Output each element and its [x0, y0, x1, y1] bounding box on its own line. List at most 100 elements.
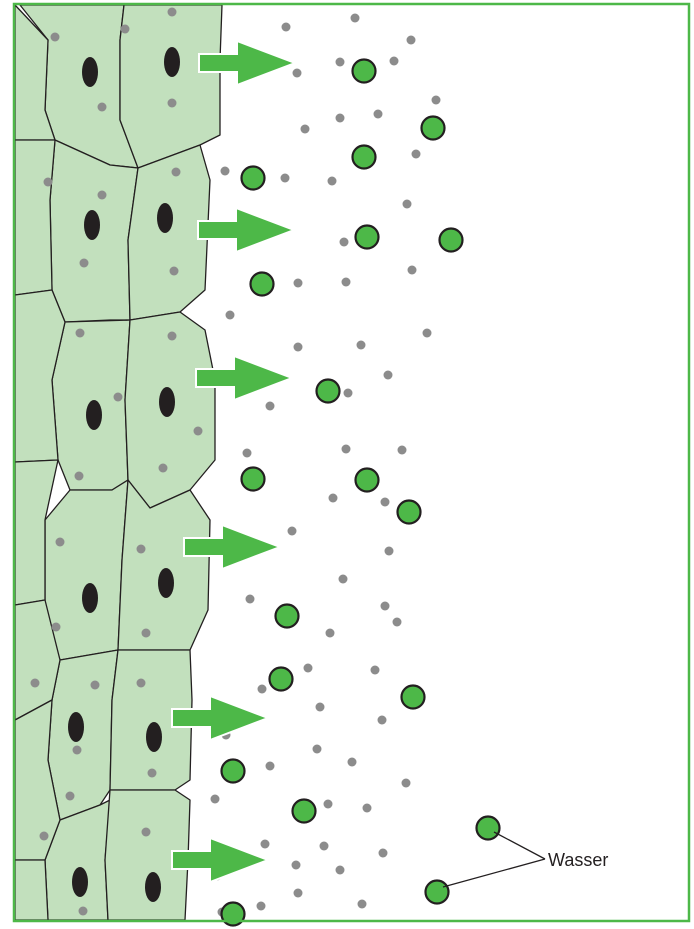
solute-particle [403, 200, 412, 209]
solute-particle [257, 902, 266, 911]
water-leader-line [443, 859, 545, 887]
solute-particle [336, 114, 345, 123]
solute-particle [281, 174, 290, 183]
solute-particle [336, 58, 345, 67]
solute-particle [211, 795, 220, 804]
solute-particle [51, 33, 60, 42]
solute-particle [342, 278, 351, 287]
solute-particle [378, 716, 387, 725]
water-label: Wasser [548, 850, 608, 870]
solute-particle [293, 69, 302, 78]
solute-particle [412, 150, 421, 159]
cell [15, 140, 55, 295]
solute-particle [371, 666, 380, 675]
water-molecule [426, 881, 449, 904]
solute-particle [282, 23, 291, 32]
solute-particle [79, 907, 88, 916]
solute-particle [390, 57, 399, 66]
cell [15, 860, 48, 920]
nucleus [159, 387, 175, 417]
solute-particle [73, 746, 82, 755]
water-molecule [477, 817, 500, 840]
solute-particle [142, 828, 151, 837]
plant-cell-tissue [15, 5, 222, 920]
cell [118, 480, 210, 650]
solute-particle [31, 679, 40, 688]
solute-particle [398, 446, 407, 455]
solute-particle [168, 332, 177, 341]
water-molecule [440, 229, 463, 252]
solute-particle [320, 842, 329, 851]
water-molecule [356, 469, 379, 492]
nucleus [72, 867, 88, 897]
solute-particle [226, 311, 235, 320]
solute-particle [137, 545, 146, 554]
solute-particle [98, 191, 107, 200]
water-molecule [353, 146, 376, 169]
solute-particle [363, 804, 372, 813]
solute-particle [357, 341, 366, 350]
cell [120, 5, 222, 168]
solute-particle [432, 96, 441, 105]
nucleus [145, 872, 161, 902]
solute-particle [221, 167, 230, 176]
solute-particle [148, 769, 157, 778]
water-molecule [222, 760, 245, 783]
cell [48, 650, 118, 820]
solute-particle [266, 402, 275, 411]
water-molecule [422, 117, 445, 140]
water-leader-line [494, 832, 545, 859]
solute-particle [159, 464, 168, 473]
water-molecule [276, 605, 299, 628]
solute-particle [358, 900, 367, 909]
solute-particle [393, 618, 402, 627]
solute-particle [194, 427, 203, 436]
solute-particle [91, 681, 100, 690]
water-molecule [398, 501, 421, 524]
solute-particle [266, 762, 275, 771]
solute-particle [340, 238, 349, 247]
solute-particle [40, 832, 49, 841]
solute-particle [52, 623, 61, 632]
water-molecule [317, 380, 340, 403]
solute-particle [348, 758, 357, 767]
solute-particle [326, 629, 335, 638]
nucleus [86, 400, 102, 430]
water-molecule [356, 226, 379, 249]
solute-particle [385, 547, 394, 556]
solute-particle [423, 329, 432, 338]
solute-particle [379, 849, 388, 858]
solute-particle [342, 445, 351, 454]
solute-particle [324, 800, 333, 809]
solute-particle [261, 840, 270, 849]
solute-particle [258, 685, 267, 694]
solute-particle [329, 494, 338, 503]
solute-particle [328, 177, 337, 186]
arrow-right-icon [198, 208, 294, 252]
water-molecule [353, 60, 376, 83]
solute-particle [313, 745, 322, 754]
water-label-group: Wasser [443, 832, 608, 887]
solute-particle [98, 103, 107, 112]
cell [45, 480, 128, 660]
solute-particle [301, 125, 310, 134]
nucleus [84, 210, 100, 240]
solute-particle [142, 629, 151, 638]
water-molecule [270, 668, 293, 691]
solute-particle [121, 25, 130, 34]
solute-particle [168, 99, 177, 108]
solute-particle [294, 279, 303, 288]
solute-particle [294, 889, 303, 898]
solute-particle [407, 36, 416, 45]
solute-particle [294, 343, 303, 352]
nucleus [68, 712, 84, 742]
solute-particle [246, 595, 255, 604]
solute-particle [172, 168, 181, 177]
water-molecules [222, 60, 500, 926]
solute-particle [80, 259, 89, 268]
solute-particle [243, 449, 252, 458]
nucleus [164, 47, 180, 77]
solute-particle [76, 329, 85, 338]
solute-particle [402, 779, 411, 788]
